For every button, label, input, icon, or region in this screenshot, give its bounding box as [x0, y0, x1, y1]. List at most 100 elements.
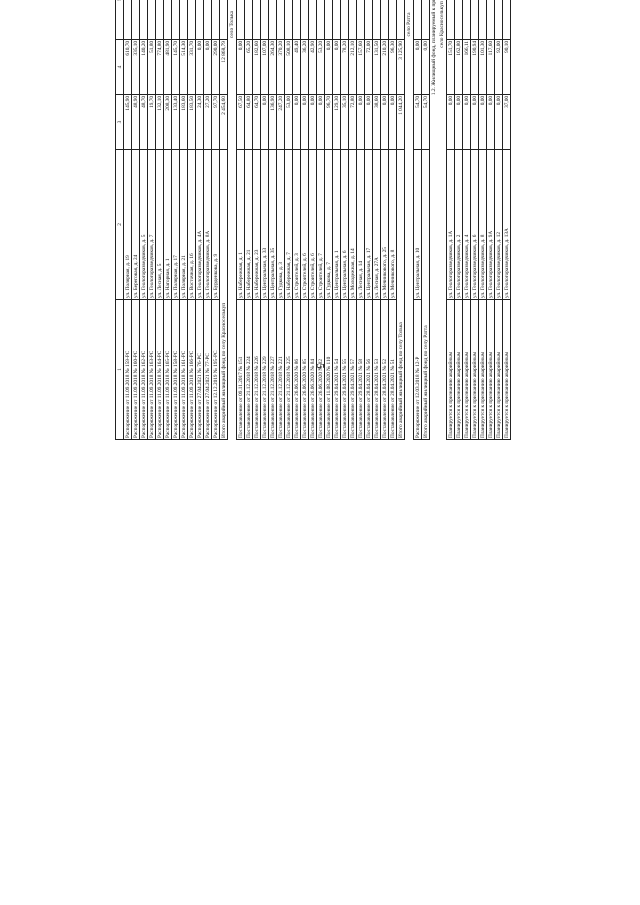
table-cell: 4 [115, 39, 124, 95]
table-cell: 0,00 [413, 39, 422, 95]
table-cell: 2 [486, 0, 495, 40]
table-cell: 64,80 [244, 94, 253, 150]
table-cell: 12 868,79 [219, 39, 228, 95]
table-cell: 183,50 [187, 94, 196, 150]
table-cell: 2 [115, 149, 124, 300]
table-cell: 54,70 [421, 94, 430, 150]
table-cell: 10 [276, 0, 285, 40]
table-cell: 145,90 [123, 94, 132, 150]
table-cell: Распоряжение от 12.03.2018 № 12-Р [413, 299, 422, 440]
table-cell: ул. Центральная, д. 10 [413, 149, 422, 300]
table-cell: 3 125,90 [396, 39, 405, 95]
table-cell: Постановление от 09.11.2017 № 151 [236, 299, 245, 440]
table-cell: 42,90 [308, 39, 317, 95]
table-cell: Распоряжение от 11.09.2018 № 161-РС [179, 299, 188, 440]
table-cell: 92,00 [494, 39, 503, 95]
table-cell: 162,80 [454, 39, 463, 95]
table-cell: ул. Молодежная, д. 14 [348, 149, 357, 300]
section-row: 1.2. Жилищный фонд, планируемый к призна… [430, 0, 439, 440]
table-cell: 140,20 [139, 39, 148, 95]
table-cell: 49,40 [292, 39, 301, 95]
table-cell: 0,00 [462, 94, 471, 150]
table-cell: 2 [236, 0, 245, 40]
table-cell: 0,00 [494, 94, 503, 150]
housing-table: 12345678Распоряжение от 11.09.2018 № 159… [115, 0, 511, 440]
table-cell: 1 [421, 0, 430, 40]
table-cell: 1 [195, 0, 204, 40]
rotated-table-wrapper: 12345678Распоряжение от 11.09.2018 № 159… [115, 0, 527, 858]
table-cell: Распоряжение от 11.09.2018 № 165-РС [163, 299, 172, 440]
table-cell: 3 [340, 0, 349, 40]
table-cell: ул. Геологоразведчиков, д. 4А [195, 149, 204, 300]
table-cell: ул. Набережная, д. 23 [252, 149, 261, 300]
table-cell: Планируется к признанию аварийным [454, 299, 463, 440]
table-cell: 2 [332, 0, 341, 40]
table-cell: 182,60 [252, 39, 261, 95]
table-cell: 183,60 [179, 94, 188, 150]
table-cell: Планируется к признанию аварийным [446, 299, 455, 440]
table-cell: 9 [284, 0, 293, 40]
table-cell: 3 [356, 0, 365, 40]
table-cell: 73 [396, 0, 405, 40]
table-cell: ул. Бурденкова, д. 9 [211, 149, 220, 300]
table-cell: ул. Полярная, д. 17 [171, 149, 180, 300]
table-cell: 136,90 [268, 94, 277, 150]
table-cell: Постановление от 21.12.2018 № 221 [276, 299, 285, 440]
table-cell: ул. Лесная, д. 27А [372, 149, 381, 300]
table-cell: 0,00 [388, 94, 397, 150]
table-cell: 508,10 [284, 39, 293, 95]
table-cell: 8 [187, 0, 196, 40]
section-row: село Толька [228, 0, 237, 440]
table-cell: 0,00 [364, 94, 373, 150]
table-cell: ул. Мечникового, д. 25 [380, 149, 389, 300]
table-cell: Распоряжение от 11.09.2018 № 164-РС [155, 299, 164, 440]
table-cell: 2 [462, 0, 471, 40]
table-cell: 514,30 [179, 39, 188, 95]
table-cell: 0,00 [446, 94, 455, 150]
table-cell: 72,80 [348, 94, 357, 150]
table-cell: ул. Геологоразведчиков, д. 5 [139, 149, 148, 300]
table-cell: 2 [478, 0, 487, 40]
table-cell: 0,00 [356, 94, 365, 150]
table-cell: Постановление от 26.06.2020 № 85 [300, 299, 309, 440]
total-row: Итого аварийный жилищный фонд по селу Кр… [219, 0, 228, 440]
table-cell: 3 [260, 0, 269, 40]
table-cell: 0,00 [203, 39, 212, 95]
table-cell: 19,70 [147, 94, 156, 150]
table-cell: 247,20 [276, 94, 285, 150]
table-cell: ул. Полярная, д. 19 [123, 149, 132, 300]
table-cell: 166,11 [462, 39, 471, 95]
table-cell: 0,00 [308, 94, 317, 150]
table-cell: 610,70 [123, 39, 132, 95]
table-cell: Планируется к признанию аварийным [494, 299, 503, 440]
table-cell: 72,00 [364, 39, 373, 95]
table-cell: 2 [244, 0, 253, 40]
housing-table-body: 12345678Распоряжение от 11.09.2018 № 159… [115, 0, 511, 440]
table-cell: Распоряжение от 12.12.2019 № 195-РС [211, 299, 220, 440]
table-cell: 53,00 [284, 94, 293, 150]
table-cell: 4 [470, 0, 479, 40]
table-cell: ул. Геологоразведчиков, д. 8А [203, 149, 212, 300]
table-cell: ул. Центральная, д. 35 [268, 149, 277, 300]
table-cell: ул. Строителей, д. 6 [308, 149, 317, 300]
table-cell: 2 [324, 0, 333, 40]
table-cell: 0,00 [470, 94, 479, 150]
table-cell: 2 [147, 0, 156, 40]
table-cell: 4 [139, 0, 148, 40]
